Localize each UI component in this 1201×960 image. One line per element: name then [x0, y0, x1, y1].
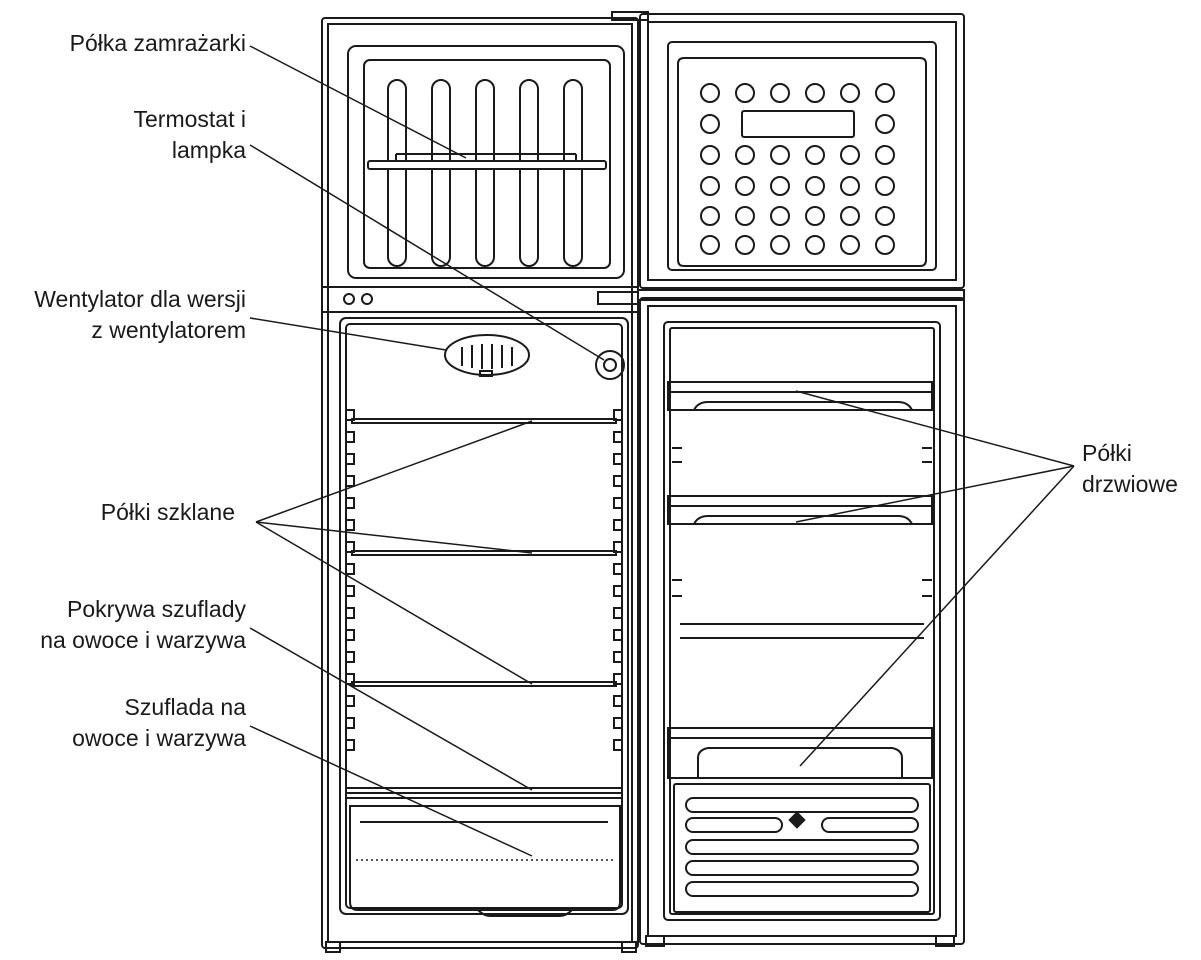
glass-shelf [351, 418, 617, 687]
label-crisper-line1: Szuflada na [124, 694, 246, 720]
label-glass-shelves: Półki szklane [101, 497, 235, 528]
leader-crisper [249, 725, 533, 857]
label-crisper: Szuflada na owoce i warzywa [72, 692, 246, 754]
leader-glass-shelf-2 [255, 521, 533, 554]
leader-door-shelf-2 [795, 465, 1075, 523]
label-freezer-shelf-text: Półka zamrażarki [69, 30, 246, 56]
freezer-shelf [367, 153, 607, 170]
crisper-drawer [349, 805, 621, 917]
label-crisper-line2: owoce i warzywa [72, 725, 246, 751]
label-fan: Wentylator dla wersji z wentylatorem [34, 284, 246, 346]
label-crisper-cover-line2: na owoce i warzywa [40, 627, 246, 653]
label-thermostat-lamp: Termostat i lampka [134, 104, 246, 166]
leader-crisper-cover [249, 627, 533, 791]
fan [444, 334, 530, 377]
leader-door-shelf-3 [799, 465, 1075, 767]
label-freezer-shelf: Półka zamrażarki [70, 28, 246, 59]
label-fan-line2: z wentylatorem [91, 317, 246, 343]
leader-freezer-shelf [249, 45, 467, 159]
label-thermostat-line1: Termostat i [133, 106, 246, 132]
leader-glass-shelf-3 [255, 521, 533, 685]
label-door-shelves: Półki drzwiowe [1082, 438, 1178, 500]
freezer-door [611, 11, 965, 289]
label-crisper-cover-line1: Pokrywa szuflady [67, 596, 246, 622]
label-crisper-cover: Pokrywa szuflady na owoce i warzywa [40, 594, 246, 656]
leader-lines [249, 45, 1075, 857]
door-shelf [667, 381, 933, 779]
freezer-compartment [347, 45, 625, 279]
leader-glass-shelf-1 [255, 420, 533, 523]
leader-door-shelf-1 [795, 390, 1075, 467]
crisper-cover [345, 787, 623, 799]
fridge-compartment [339, 317, 629, 915]
middle-hinge [597, 289, 965, 305]
label-thermostat-line2: lampka [171, 137, 246, 163]
leader-fan [249, 317, 447, 351]
label-glass-shelves-text: Półki szklane [100, 499, 235, 525]
label-door-shelves-line1: Półki [1082, 440, 1132, 466]
thermostat-lamp [595, 350, 625, 380]
label-door-shelves-line2: drzwiowe [1082, 471, 1178, 497]
label-fan-line1: Wentylator dla wersji [34, 286, 246, 312]
fridge-body [321, 17, 639, 953]
leader-thermostat [249, 144, 605, 361]
freezer-door-panel-circles [700, 83, 895, 255]
door-grille [673, 783, 931, 913]
fridge-door [639, 297, 965, 947]
